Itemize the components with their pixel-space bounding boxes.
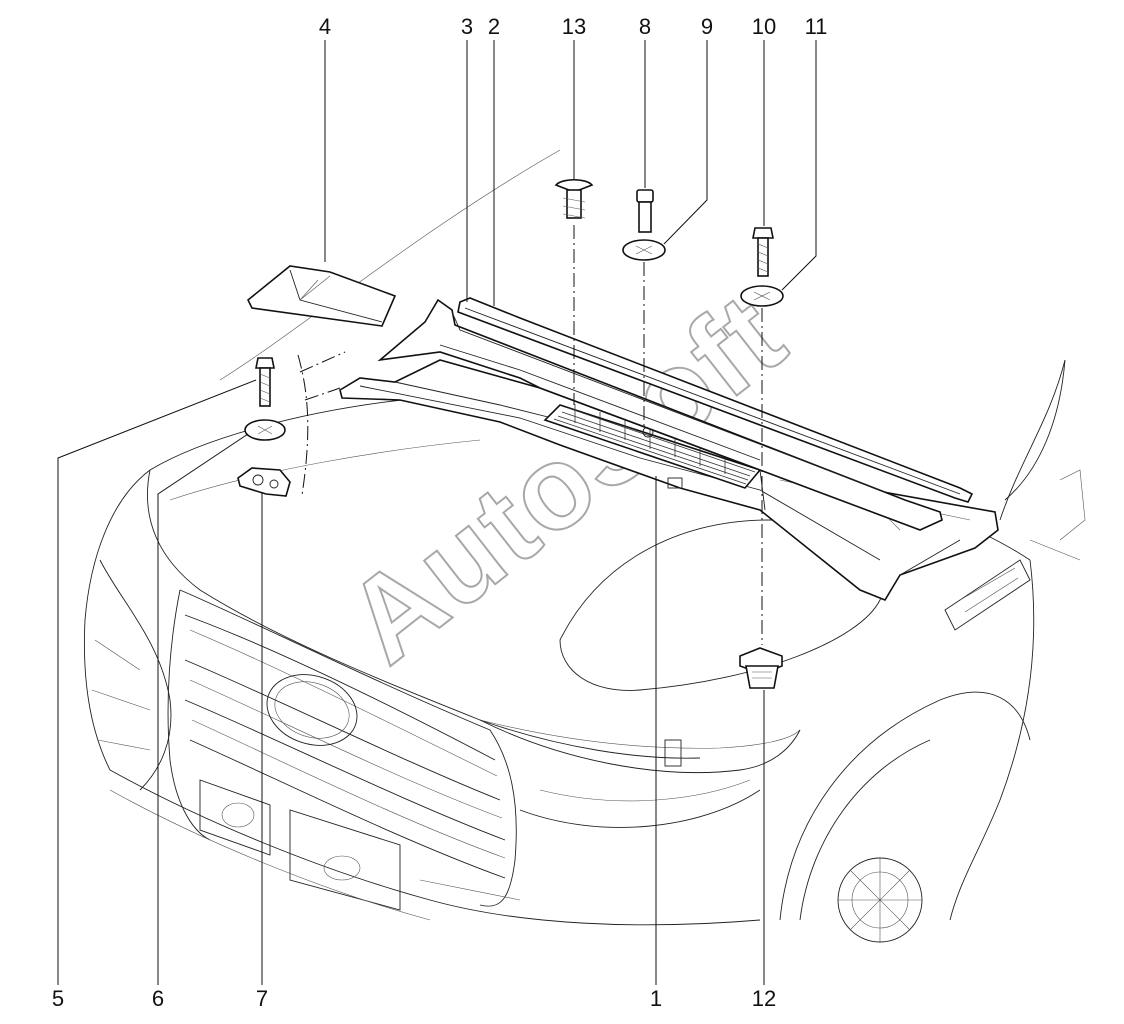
callout-13: 13	[562, 14, 586, 39]
windshield-seal-strip-part-2	[457, 297, 974, 503]
callout-10: 10	[752, 14, 776, 39]
callout-4: 4	[319, 14, 331, 39]
washer-part-6	[244, 419, 286, 441]
leader-lines	[57, 40, 817, 985]
cover-piece-part-4	[246, 265, 397, 327]
vehicle-front-outline	[83, 149, 1086, 943]
clip-nut-part-12	[739, 647, 783, 689]
callout-11: 11	[805, 14, 828, 39]
bolt-part-8	[636, 189, 654, 233]
callout-8: 8	[639, 14, 651, 39]
callout-7: 7	[256, 986, 268, 1011]
callout-1: 1	[650, 986, 662, 1011]
screw-part-10	[752, 227, 774, 277]
washer-part-11	[740, 285, 784, 307]
cowl-panel-part-1	[339, 359, 999, 601]
cowl-upper-trim-part-3	[377, 298, 943, 531]
assembly-axis-lines	[297, 225, 763, 645]
callout-numbers: 4 3 2 13 8 9 10 11 5 6 7 1 12	[52, 14, 828, 1011]
callout-12: 12	[752, 986, 776, 1011]
screw-part-5	[255, 357, 275, 407]
cowl-vent-grille	[543, 404, 762, 489]
push-clip-part-13	[554, 178, 594, 219]
washer-part-9	[622, 239, 666, 261]
callout-5: 5	[52, 986, 64, 1011]
callout-3: 3	[461, 14, 473, 39]
callout-9: 9	[701, 14, 713, 39]
callout-2: 2	[488, 14, 500, 39]
bracket-clip-part-7	[237, 467, 291, 497]
callout-6: 6	[152, 986, 164, 1011]
